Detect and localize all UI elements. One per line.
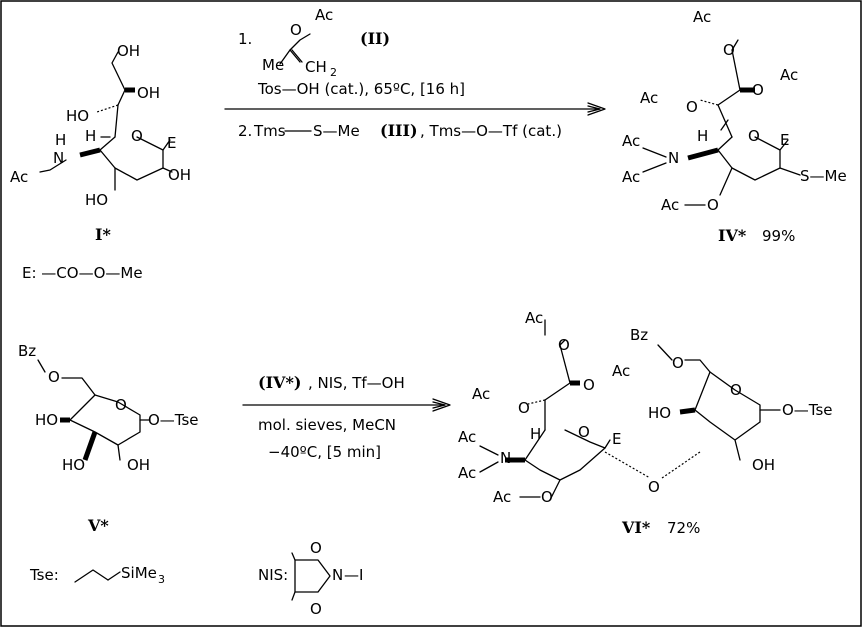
acetyl-label: Ac [780, 66, 798, 84]
atom-o: O [723, 41, 735, 59]
reaction-arrow-1 [224, 102, 606, 116]
atom-o: O [686, 98, 698, 116]
benzoyl-label: Bz [630, 326, 648, 344]
acetyl-label: Ac [472, 385, 490, 403]
atom-ho: HO [66, 107, 89, 125]
atom-o: O [583, 376, 595, 394]
compound-IV-yield: 99% [762, 227, 795, 245]
atom-o: O [752, 81, 764, 99]
compound-VI-structure: Ac O O Ac Ac O H O E Ac N Ac Ac O O Bz O… [458, 309, 833, 506]
compound-VI-yield: 72% [667, 519, 700, 537]
methyl-label: Me [262, 56, 284, 74]
reaction-arrow-2 [242, 398, 451, 412]
acetyl-label: Ac [640, 89, 658, 107]
atom-h: H [85, 127, 96, 145]
reagent-IV-label: (IV*) [258, 373, 301, 392]
step1-conditions: 1. O Ac Me CH 2 (II) Tos—OH (cat.), 65ºC… [238, 6, 562, 140]
ch2-label: CH [305, 58, 327, 76]
atom-ho: HO [62, 456, 85, 474]
atom-o: O [290, 21, 302, 39]
atom-n: N [53, 149, 64, 167]
atom-oh: OH [752, 456, 775, 474]
atom-o: O [558, 336, 570, 354]
atom-h: H [530, 425, 541, 443]
acetyl-label: Ac [693, 8, 711, 26]
acetyl-label: Ac [661, 196, 679, 214]
atom-o: O [707, 196, 719, 214]
atom-o: O [518, 399, 530, 417]
atom-n: N [332, 566, 343, 584]
atom-oh: OH [168, 166, 191, 184]
acetyl-label: Ac [622, 132, 640, 150]
step1-condition-2: , Tms—O—Tf (cat.) [420, 122, 562, 140]
subscript-2: 2 [330, 66, 337, 79]
compound-IV-structure: Ac O O Ac Ac O H O E Ac N Ac S—Me Ac O [622, 8, 847, 214]
acetyl-label: Ac [525, 309, 543, 327]
atom-oh: OH [137, 84, 160, 102]
compound-I-structure: OH OH HO H O E H N Ac OH HO [10, 42, 191, 209]
atom-h: H [697, 127, 708, 145]
ring-oxygen: O [730, 381, 742, 399]
compound-IV-label: IV* [718, 226, 747, 245]
ring-oxygen: O [131, 127, 143, 145]
acetyl-label: Ac [493, 488, 511, 506]
acetyl-label: Ac [315, 6, 333, 24]
atom-ho: HO [85, 191, 108, 209]
tms-label: Tms [253, 122, 286, 140]
compound-I-label: I* [95, 225, 111, 244]
ring-oxygen: O [748, 127, 760, 145]
acetyl-label: Ac [458, 464, 476, 482]
iodine-bond: —I [344, 566, 363, 584]
compound-VI-label: VI* [621, 518, 651, 537]
step-number: 1. [238, 30, 252, 48]
ring-oxygen: O [578, 423, 590, 441]
acetyl-label: Ac [612, 362, 630, 380]
atom-o: O [672, 354, 684, 372]
atom-e: E [167, 134, 176, 152]
glycosidic-oxygen: O [648, 478, 660, 496]
benzoyl-label: Bz [18, 342, 36, 360]
step2-condition-3: −40ºC, [5 min] [268, 443, 381, 461]
e-definition: E: —CO—O—Me [22, 264, 143, 282]
atom-e: E [612, 430, 621, 448]
sime3-label: SiMe [121, 564, 157, 582]
step2-conditions: (IV*) , NIS, Tf—OH mol. sieves, MeCN −40… [258, 373, 405, 461]
tse-label: Tse: [29, 566, 59, 584]
atom-o: O [541, 488, 553, 506]
atom-o: O [48, 368, 60, 386]
atom-ho: HO [648, 404, 671, 422]
ring-oxygen: O [115, 396, 127, 414]
step2-condition-1: , NIS, Tf—OH [308, 374, 405, 392]
step1-condition-1: Tos—OH (cat.), 65ºC, [16 h] [257, 80, 465, 98]
compound-V-label: V* [87, 516, 109, 535]
acetyl-label: Ac [622, 168, 640, 186]
step-number: 2. [238, 122, 252, 140]
atom-n: N [500, 449, 511, 467]
subscript-3: 3 [158, 573, 165, 586]
o-tse-label: O—Tse [148, 411, 199, 429]
s-me-label: S—Me [313, 122, 360, 140]
s-me-label: S—Me [800, 167, 847, 185]
atom-e: E [780, 131, 789, 149]
reagent-II-label: (II) [360, 29, 390, 48]
acetyl-label: Ac [10, 168, 28, 186]
atom-ho: HO [35, 411, 58, 429]
nis-label: NIS: [258, 566, 288, 584]
acetyl-label: Ac [458, 428, 476, 446]
atom-h: H [55, 131, 66, 149]
carbonyl-oxygen: O [310, 600, 322, 618]
atom-n: N [668, 149, 679, 167]
atom-oh: OH [127, 456, 150, 474]
reagent-III-label: (III) [380, 121, 418, 140]
atom-oh: OH [117, 42, 140, 60]
o-tse-label: O—Tse [782, 401, 833, 419]
tse-definition: Tse: SiMe 3 [29, 564, 165, 586]
compound-V-structure: Bz O O O—Tse HO HO OH [18, 342, 199, 474]
carbonyl-oxygen: O [310, 539, 322, 557]
step2-condition-2: mol. sieves, MeCN [258, 416, 396, 434]
nis-definition: NIS: O N —I O [258, 539, 363, 618]
